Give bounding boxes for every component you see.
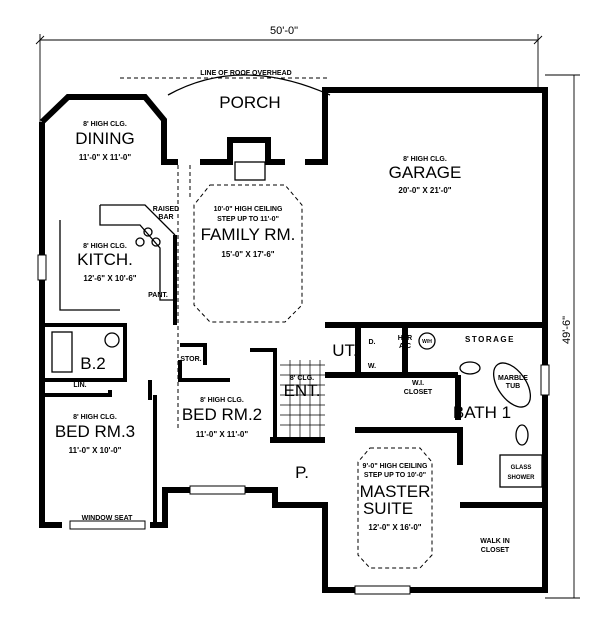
sink [515,424,529,446]
room-text: 8' HIGH CLG. [403,156,447,163]
bath1-label: BATH 1 [453,403,511,422]
sink [459,361,481,375]
room-text: W. [368,363,376,370]
bed2-label: BED RM.2 [182,405,262,424]
garage-label: GARAGE [389,163,462,182]
master-label: MASTER [360,482,431,501]
window [354,585,411,595]
room-text: STOR. [180,356,201,363]
room-text: 8' CLG. [290,375,314,382]
dining-label: DINING [75,129,135,148]
room-text: 11'-0" X 11'-0" [196,430,249,439]
family-ceiling-outline [193,184,303,323]
room-text: 8' HIGH CLG. [83,243,127,250]
entry-tile [280,360,325,440]
room-text: 8' HIGH CLG. [83,121,127,128]
window [189,485,246,495]
room-text: 8' HIGH CLG. [200,397,244,404]
room-text: HTR [398,335,412,342]
entry-label: ENT. [284,381,321,400]
room-text: SHOWER [508,475,536,481]
room-text: STEP UP TO 10'-0" [364,472,426,479]
glass-shower [499,454,543,488]
tub [51,331,73,373]
bed3-label: BED RM.3 [55,422,135,441]
room-text: 9'-0" HIGH CEILING [363,463,428,470]
room-labels: PORCH 8' HIGH CLG. DINING 11'-0" X 11'-0… [55,93,535,554]
roof-note: LINE OF ROOF OVERHEAD [200,70,291,77]
room-text: 10'-0" HIGH CEILING [214,206,283,213]
room-text: BAR [158,214,173,221]
room-text: STEP UP TO 11'-0" [217,216,279,223]
exterior-walls [39,87,548,593]
width-dimension: 50'-0" [35,25,543,185]
room-text: 12'-6" X 10'-6" [83,274,136,283]
room-text: WINDOW SEAT [82,515,134,522]
room-text: W.I. [412,380,424,387]
room-text: 20'-0" X 21'-0" [398,186,451,195]
room-text: TUB [506,383,520,390]
kitchen-label: KITCH. [77,250,133,269]
room-text: 11'-0" X 10'-0" [69,446,122,455]
fireplace [234,161,266,181]
kitchen-counter [59,204,176,311]
room-text: D. [369,339,376,346]
room-text: SUITE [363,499,413,518]
room-text: A/C [399,343,411,350]
roof-line [167,74,331,96]
bath2-label: B.2 [80,354,106,373]
width-label: 50'-0" [270,25,298,37]
window [69,520,146,530]
window [37,254,47,281]
marble-tub [492,362,532,408]
room-text: 11'-0" X 11'-0" [79,153,132,162]
depth-dimension: 49'-6" [545,74,580,599]
room-text: 15'-0" X 17'-6" [221,250,274,259]
room-text: W/H [422,339,432,345]
porch-small-label: P. [295,463,309,482]
water-heater-symbol [418,332,436,350]
window [540,364,550,396]
room-text: LIN. [73,382,86,389]
room-text: 12'-0" X 16'-0" [368,523,421,532]
room-text: MARBLE [498,375,528,382]
master-ceiling-outline [357,447,433,569]
utility-label: UT. [332,341,358,360]
porch-label: PORCH [219,93,280,112]
family-room-label: FAMILY RM. [201,225,296,244]
room-text: CLOSET [404,389,433,396]
depth-label: 49'-6" [561,316,573,344]
room-text: PANT. [148,292,168,299]
room-text: CLOSET [481,547,510,554]
room-text: RAISED [153,206,179,213]
room-text: GLASS [511,465,532,471]
room-text: 8' HIGH CLG. [73,414,117,421]
room-text: WALK IN [480,538,510,545]
storage-label: STORAGE [465,335,515,344]
